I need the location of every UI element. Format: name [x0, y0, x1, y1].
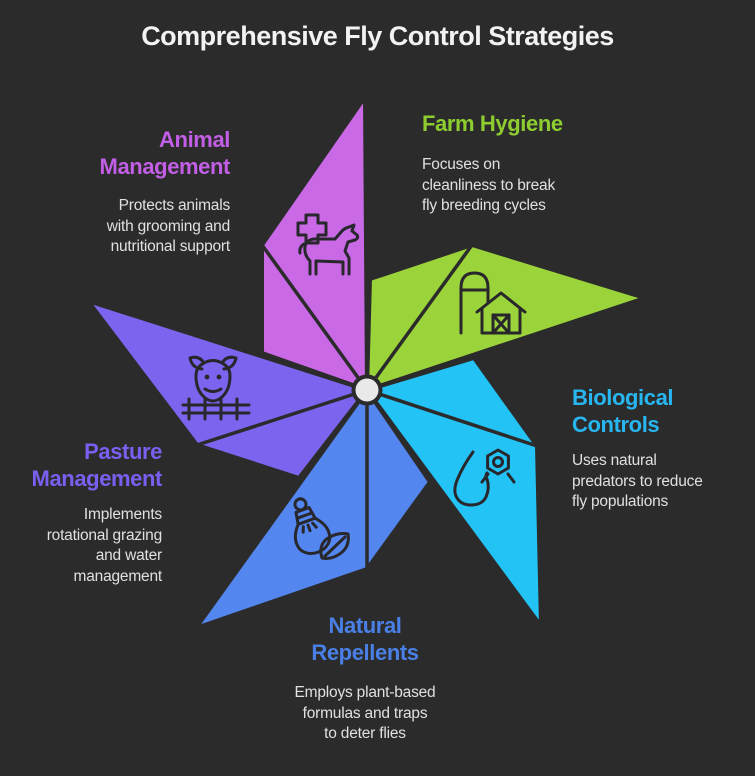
strategy-label-farm-hygiene: Farm Hygiene Focuses on cleanliness to b…	[422, 110, 563, 217]
strategy-heading-farm-hygiene: Farm Hygiene	[422, 111, 563, 136]
strategy-label-biological-controls: Biological Controls Uses natural predato…	[572, 384, 703, 513]
page-title: Comprehensive Fly Control Strategies	[141, 21, 614, 51]
strategy-label-natural-repellents: Natural Repellents Employs plant-based f…	[215, 612, 515, 745]
strategy-heading-animal-management: Animal Management	[99, 127, 231, 179]
pinwheel-hub	[351, 374, 383, 406]
droplet-fly-icon	[453, 448, 516, 507]
cow-fence-icon	[181, 355, 251, 421]
strategy-description-farm-hygiene: Focuses on cleanliness to break fly bree…	[422, 156, 555, 214]
strategy-label-pasture-management: Pasture Management Implements rotational…	[31, 438, 163, 587]
strategy-heading-biological-controls: Biological Controls	[572, 385, 674, 437]
strategy-label-animal-management: Animal Management Protects animals with …	[99, 126, 231, 258]
blade-fold-animal-management	[260, 243, 369, 392]
blade-fold-biological-controls	[365, 388, 539, 448]
strategy-description-natural-repellents: Employs plant-based formulas and traps t…	[294, 684, 436, 742]
veterinary-cross-livestock-icon	[296, 213, 360, 276]
strategy-heading-natural-repellents: Natural Repellents	[311, 613, 419, 665]
blade-fold-farm-hygiene	[365, 243, 474, 392]
strategy-heading-pasture-management: Pasture Management	[31, 439, 163, 491]
spray-bottle-leaf-icon	[293, 497, 350, 560]
barn-silo-icon	[459, 271, 527, 335]
strategy-description-biological-controls: Uses natural predators to reduce fly pop…	[572, 452, 703, 510]
blade-fold-pasture-management	[195, 388, 369, 447]
strategy-description-animal-management: Protects animals with grooming and nutri…	[106, 197, 230, 255]
strategy-description-pasture-management: Implements rotational grazing and water …	[46, 506, 163, 585]
